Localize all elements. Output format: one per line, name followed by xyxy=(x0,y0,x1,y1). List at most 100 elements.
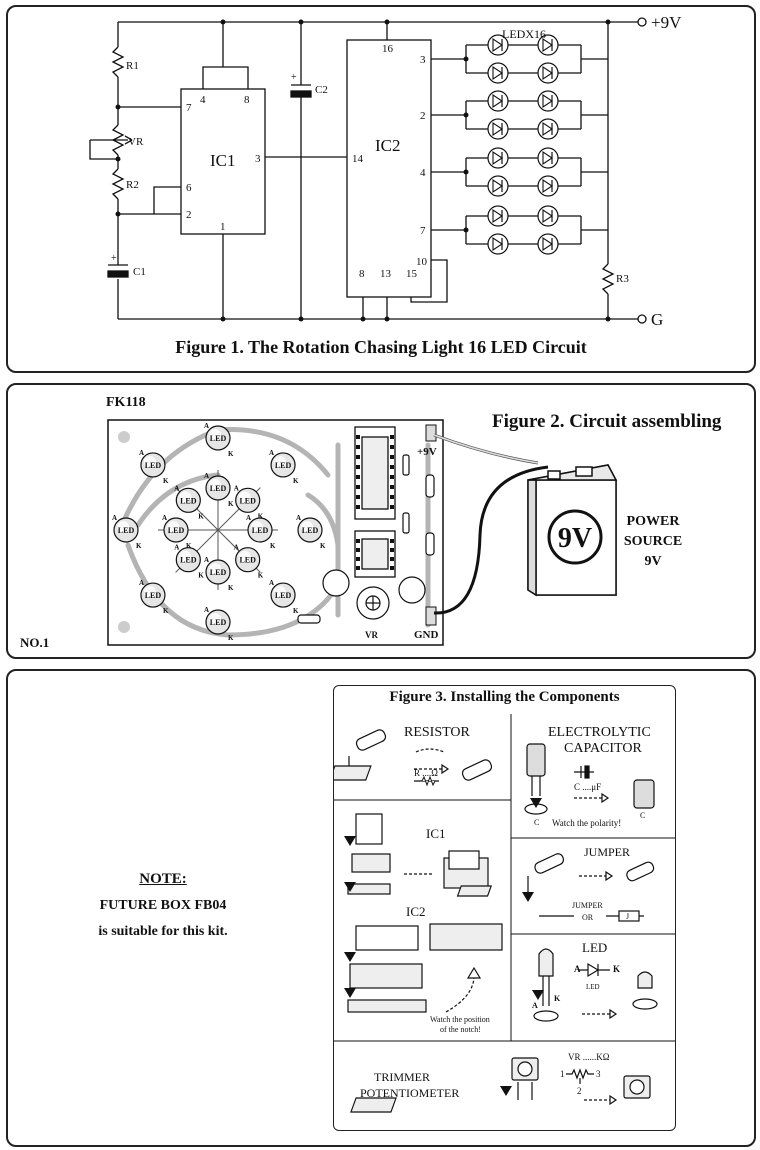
ic-pin xyxy=(356,435,360,439)
board-id: FK118 xyxy=(106,395,146,410)
r1-label: R1 xyxy=(126,60,139,72)
capacitor-title1: ELECTROLYTIC xyxy=(548,725,651,740)
pcb-led-label: LED xyxy=(252,526,269,535)
pcb-led-label: LED xyxy=(302,526,319,535)
pcb-led-anode: A xyxy=(296,514,301,522)
figure3-panel: NOTE: FUTURE BOX FB04 is suitable for th… xyxy=(6,669,756,1147)
schematic-led-diode xyxy=(537,90,559,112)
capacitor-note: Watch the polarity! xyxy=(552,818,621,828)
ic-pin xyxy=(390,566,394,570)
c1-label: C1 xyxy=(133,266,146,278)
ic2-pin7: 7 xyxy=(420,225,426,237)
trimmer-title2: POTENTIOMETER xyxy=(360,1086,459,1100)
pcb-led-label: LED xyxy=(210,568,227,577)
ic1-pin1: 1 xyxy=(220,221,226,233)
note-line2: is suitable for this kit. xyxy=(98,924,228,939)
led-pin-a: A xyxy=(532,1001,538,1010)
ic2-label: IC2 xyxy=(375,136,401,155)
trimmer-value-label: VR ......KΩ xyxy=(568,1052,610,1062)
pcb-led-cathode: K xyxy=(258,512,264,520)
vcc-label: +9V xyxy=(417,446,437,458)
pcb-led-cathode: K xyxy=(228,500,234,508)
ic1-label: IC1 xyxy=(210,151,236,170)
schematic-led-diode xyxy=(537,34,559,56)
pcb-led-anode: A xyxy=(174,484,179,492)
pcb-led-cathode: K xyxy=(270,542,276,550)
pcb-led-label: LED xyxy=(275,591,292,600)
ic-pin xyxy=(390,485,394,489)
ic1-pin2: 2 xyxy=(186,209,192,221)
ic1-pin7: 7 xyxy=(186,102,192,114)
figure2-caption: Figure 2. Circuit assembling xyxy=(492,411,722,432)
pcb-led-cathode: K xyxy=(198,512,204,520)
pcb-led-label: LED xyxy=(145,591,162,600)
ic1-pin8: 8 xyxy=(244,94,250,106)
note-line1: FUTURE BOX FB04 xyxy=(99,898,227,913)
pcb-led-cathode: K xyxy=(293,477,299,485)
pcb-led-label: LED xyxy=(210,434,227,443)
pcb-led-cathode: K xyxy=(163,607,169,615)
ic-pin xyxy=(356,495,360,499)
figure1-caption: Figure 1. The Rotation Chasing Light 16 … xyxy=(175,337,587,357)
led-a-label: A xyxy=(574,964,581,974)
schematic-led-diode xyxy=(487,34,509,56)
ic-pin xyxy=(356,539,360,543)
board-no: NO.1 xyxy=(20,635,50,650)
ic2-pin15: 15 xyxy=(406,268,418,280)
figure1-panel: +9V G LEDX16 R1 VR R2 C1 + C2 + R3 IC1 I… xyxy=(6,5,756,373)
schematic-led-diode xyxy=(487,118,509,140)
pcb-led-cathode: K xyxy=(136,542,142,550)
power-source-label: POWER SOURCE 9V xyxy=(620,512,686,572)
schematic-led-diode xyxy=(537,175,559,197)
r2-label: R2 xyxy=(126,179,139,191)
pcb-led-cathode: K xyxy=(186,542,192,550)
ic1-pin4: 4 xyxy=(200,94,206,106)
ic2-pin14: 14 xyxy=(352,153,364,165)
pcb-led-label: LED xyxy=(180,496,197,505)
trimmer-pin2: 2 xyxy=(577,1086,582,1096)
resistor-symbol-label: R ....Ω xyxy=(414,768,438,778)
schematic-led-diode xyxy=(537,62,559,84)
led-array-label: LEDX16 xyxy=(502,27,546,41)
led-array xyxy=(466,34,581,255)
ic-pin xyxy=(356,566,360,570)
schematic-led-diode xyxy=(487,233,509,255)
jumper-title: JUMPER xyxy=(584,845,630,859)
ic1-pin3: 3 xyxy=(255,153,261,165)
pcb-led-cathode: K xyxy=(293,607,299,615)
pcb-led-label: LED xyxy=(210,484,227,493)
schematic-diagram: +9V G LEDX16 R1 VR R2 C1 + C2 + R3 IC1 I… xyxy=(89,13,682,329)
ic-pin xyxy=(356,475,360,479)
jumper-or: OR xyxy=(582,913,594,922)
ic-pin xyxy=(390,435,394,439)
pcb-led-anode: A xyxy=(246,514,251,522)
pcb-led-anode: A xyxy=(269,579,274,587)
ic-pin xyxy=(356,548,360,552)
pcb-led-label: LED xyxy=(275,461,292,470)
trimmer-pin1: 1 xyxy=(560,1069,565,1079)
trimmer-pin3: 3 xyxy=(596,1069,601,1079)
vr-board-label: VR xyxy=(365,630,378,640)
ic2-pin13: 13 xyxy=(380,268,392,280)
power-source-line2: SOURCE xyxy=(623,534,683,549)
ic-pin xyxy=(390,557,394,561)
pcb-led-label: LED xyxy=(180,556,197,565)
pcb-led-label: LED xyxy=(118,526,135,535)
jumper-label: JUMPER xyxy=(572,901,603,910)
ic2-pin4: 4 xyxy=(420,167,426,179)
pcb-led-cathode: K xyxy=(163,477,169,485)
pcb-led-anode: A xyxy=(234,544,239,552)
jumper-j: J xyxy=(626,912,629,921)
notch-note1: Watch the position xyxy=(430,1015,490,1024)
figure2-panel: FK118 NO.1 Figure 2. Circuit assembling … xyxy=(6,383,756,659)
